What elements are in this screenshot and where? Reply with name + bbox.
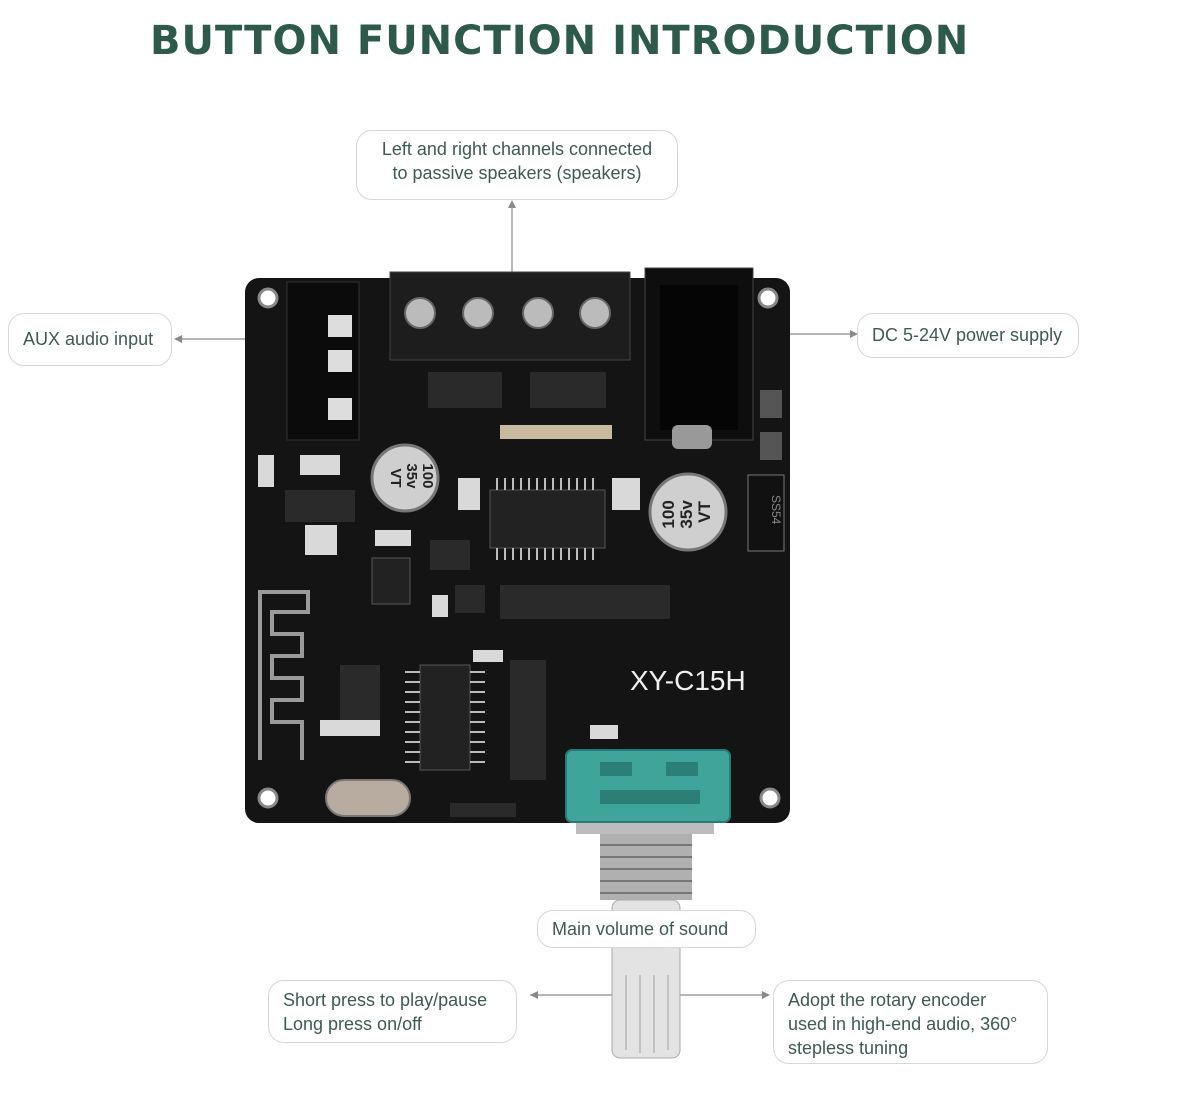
crystal (325, 779, 411, 817)
callout-text: stepless tuning (788, 1038, 909, 1058)
callout-text: used in high-end audio, 360° (788, 1014, 1018, 1034)
callout-aux-input: AUX audio input (8, 313, 172, 366)
aux-jack (286, 281, 360, 441)
callout-rotary-encoder: Adopt the rotary encoder used in high-en… (773, 980, 1048, 1064)
callout-text: to passive speakers (speakers) (392, 163, 642, 183)
amplifier-chip (489, 478, 606, 560)
callout-power-supply: DC 5-24V power supply (857, 313, 1079, 358)
bluetooth-chip (405, 664, 485, 771)
callout-text: Adopt the rotary encoder (788, 990, 987, 1010)
svg-text:100 35v VT: 100 35v VT (659, 495, 714, 528)
callout-text: DC 5-24V power supply (872, 325, 1063, 345)
callout-text: AUX audio input (23, 329, 154, 349)
svg-text:100 35v VT: 100 35v VT (387, 463, 436, 492)
diode-label: SS54 (769, 495, 783, 525)
capacitor: 100 35v VT (370, 443, 440, 513)
dc-power-jack (644, 267, 754, 449)
speaker-terminal-block (389, 271, 631, 361)
callout-speaker-output: Left and right channels connected to pas… (356, 130, 678, 200)
capacitor: 100 35v VT (648, 472, 728, 552)
page-title: BUTTON FUNCTION INTRODUCTION (150, 18, 970, 64)
callout-text: Short press to play/pause (283, 990, 488, 1010)
callout-main-volume: Main volume of sound (537, 910, 756, 948)
callout-text: Left and right channels connected (381, 139, 653, 159)
antenna-trace (258, 590, 310, 760)
pcb: SS54 100 35v VT 100 35v VT (245, 267, 790, 823)
callout-text: Long press on/off (283, 1014, 422, 1034)
callout-text: Main volume of sound (552, 919, 729, 939)
callout-press-function: Short press to play/pause Long press on/… (268, 980, 517, 1043)
rotary-encoder[interactable] (565, 749, 731, 1059)
board-model-label: XY-C15H (630, 665, 746, 696)
